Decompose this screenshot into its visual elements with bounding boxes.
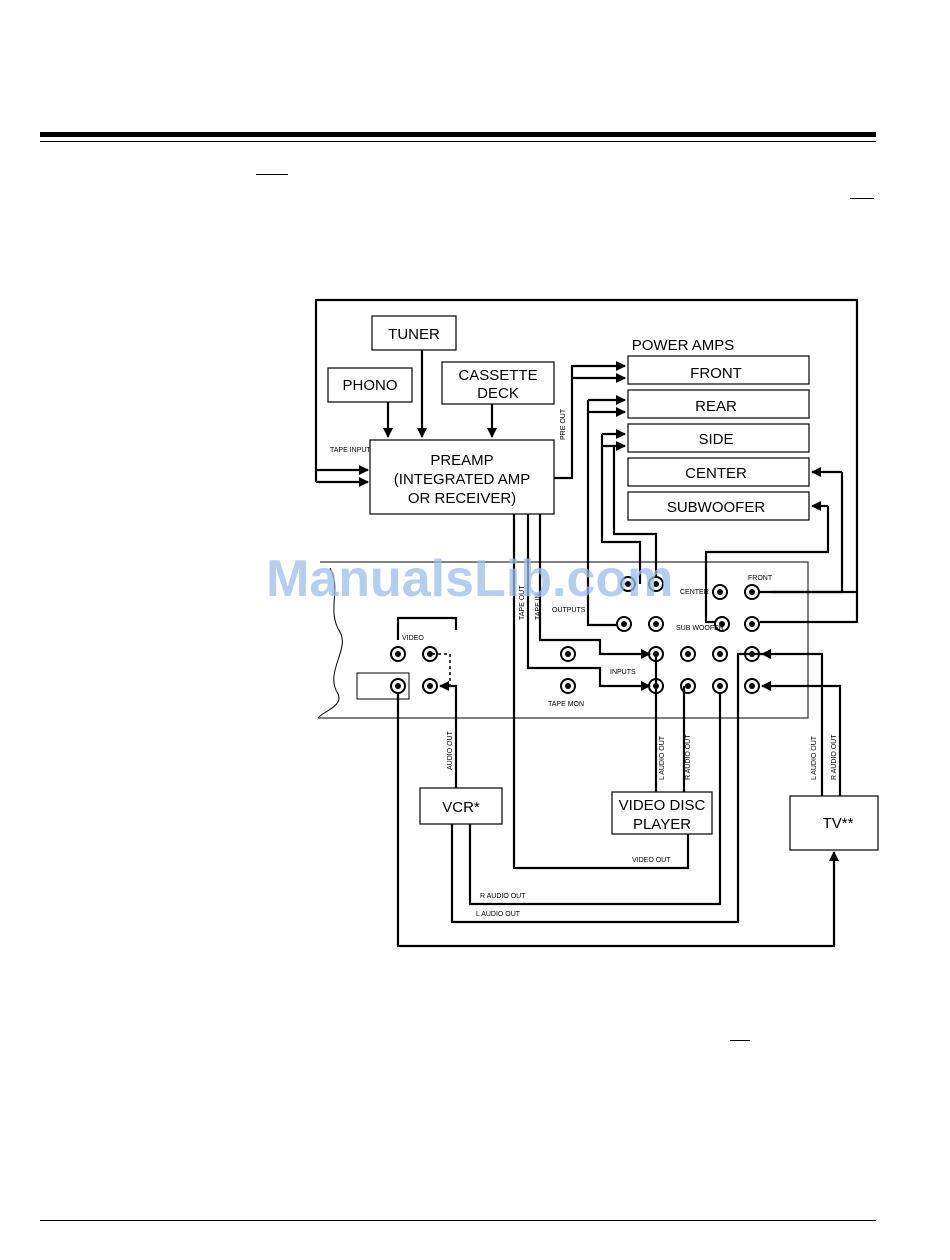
vcr-label: VCR* bbox=[442, 799, 480, 816]
vcr-l-audio-label: L AUDIO OUT bbox=[476, 911, 521, 918]
jack-center bbox=[749, 683, 755, 689]
front-amp-label: FRONT bbox=[690, 365, 742, 382]
underline-mark bbox=[850, 198, 874, 199]
vdp-label-1: VIDEO DISC bbox=[619, 797, 706, 814]
header-rule-thick bbox=[40, 132, 876, 137]
tv-box bbox=[789, 795, 879, 851]
preamp-label-1: PREAMP bbox=[430, 452, 493, 469]
vcr-video-wire bbox=[396, 616, 458, 640]
panel-break-line bbox=[317, 567, 343, 719]
tv-r-audio-label: R AUDIO OUT bbox=[831, 734, 838, 780]
tv-r-audio-wire bbox=[761, 681, 842, 796]
pre-out-label: PRE OUT bbox=[560, 408, 567, 440]
jack-center bbox=[621, 621, 627, 627]
cassette-deck-box bbox=[441, 361, 555, 405]
front-amp-box bbox=[627, 355, 810, 385]
vcr-audio-label: AUDIO OUT bbox=[447, 730, 454, 770]
underline-mark bbox=[730, 1040, 750, 1041]
vcr-audio-wire bbox=[439, 681, 458, 788]
jack-center bbox=[565, 651, 571, 657]
jack-center bbox=[653, 621, 659, 627]
vdp-label-2: PLAYER bbox=[633, 816, 691, 833]
jack-center bbox=[653, 581, 659, 587]
video-out-wire bbox=[512, 514, 690, 870]
vcr-r-audio-label: R AUDIO OUT bbox=[480, 893, 526, 900]
jack-center bbox=[395, 683, 401, 689]
rear-amp-box bbox=[627, 389, 810, 419]
jack-center bbox=[685, 651, 691, 657]
jack-center bbox=[719, 621, 725, 627]
vcr-box bbox=[419, 787, 503, 825]
side-amp-label: SIDE bbox=[698, 431, 733, 448]
tv-video-wire bbox=[396, 694, 839, 948]
underline-mark bbox=[256, 174, 288, 175]
jack-center bbox=[717, 589, 723, 595]
footer-rule bbox=[40, 1220, 876, 1221]
cassette-label-2: DECK bbox=[477, 385, 519, 402]
tv-l-audio-wire bbox=[761, 649, 824, 796]
preamp-label-2: (INTEGRATED AMP bbox=[394, 471, 530, 488]
panel-sub-label: SUB WOOFER bbox=[676, 625, 724, 632]
video-out-label: VIDEO OUT bbox=[632, 857, 671, 864]
cassette-label-1: CASSETTE bbox=[458, 367, 537, 384]
tape-mon-label: TAPE MON bbox=[548, 701, 584, 708]
tape-input-label: TAPE INPUT bbox=[330, 447, 371, 454]
tape-in-label: TAPE IN bbox=[535, 593, 542, 620]
pre-out-front-wire-1 bbox=[554, 361, 626, 480]
tape-out-wire bbox=[526, 514, 651, 691]
jack-center bbox=[427, 651, 433, 657]
rear-wire-drop bbox=[586, 400, 620, 627]
tuner-label: TUNER bbox=[388, 326, 440, 343]
tape-in-wire bbox=[538, 514, 651, 659]
sub-wire-drop bbox=[704, 506, 830, 624]
center-amp-box bbox=[627, 457, 810, 487]
jack-center bbox=[717, 651, 723, 657]
center-amp-label: CENTER bbox=[685, 465, 747, 482]
tape-out-label: TAPE OUT bbox=[519, 585, 526, 620]
jack-center bbox=[717, 683, 723, 689]
side-wire-drop-2 bbox=[612, 446, 658, 578]
vcr-r-audio-wire bbox=[468, 694, 722, 906]
phono-label: PHONO bbox=[342, 377, 397, 394]
header-rule-thin bbox=[40, 141, 876, 142]
outer-loop-wire bbox=[314, 298, 859, 624]
phono-box bbox=[327, 367, 413, 403]
receiver-panel-outline bbox=[318, 561, 809, 719]
jack-center bbox=[395, 651, 401, 657]
vcr-l-audio-wire bbox=[450, 652, 762, 924]
video-disc-player-box bbox=[611, 791, 713, 835]
subwoofer-amp-box bbox=[627, 491, 810, 521]
panel-center-label: CENTER bbox=[680, 589, 709, 596]
jack-center bbox=[565, 683, 571, 689]
tv-l-audio-label: L AUDIO OUT bbox=[811, 735, 818, 780]
tv-label: TV** bbox=[823, 815, 854, 832]
panel-front-label: FRONT bbox=[748, 575, 773, 582]
jack-center bbox=[427, 683, 433, 689]
subwoofer-amp-label: SUBWOOFER bbox=[667, 499, 766, 516]
preamp-label-3: OR RECEIVER) bbox=[408, 490, 516, 507]
side-wire-drop-1 bbox=[600, 434, 642, 578]
jack-center bbox=[749, 621, 755, 627]
jack-center bbox=[685, 683, 691, 689]
side-amp-box bbox=[627, 423, 810, 453]
panel-video-label: VIDEO bbox=[402, 635, 424, 642]
vdp-r-audio-label: R AUDIO OUT bbox=[685, 734, 692, 780]
power-amps-label: POWER AMPS bbox=[632, 337, 735, 354]
jack-center bbox=[625, 581, 631, 587]
vcr-dashed-link bbox=[432, 653, 451, 686]
rear-amp-label: REAR bbox=[695, 398, 737, 415]
outputs-label: OUTPUTS bbox=[552, 607, 586, 614]
watermark: ManualsLib.com bbox=[266, 550, 673, 608]
center-wire-drop bbox=[760, 472, 844, 594]
inputs-label: INPUTS bbox=[610, 669, 636, 676]
video-jack-frame bbox=[356, 672, 410, 700]
vdp-l-audio-label: L AUDIO OUT bbox=[659, 735, 666, 780]
tuner-box bbox=[371, 315, 457, 351]
jack-center bbox=[749, 589, 755, 595]
